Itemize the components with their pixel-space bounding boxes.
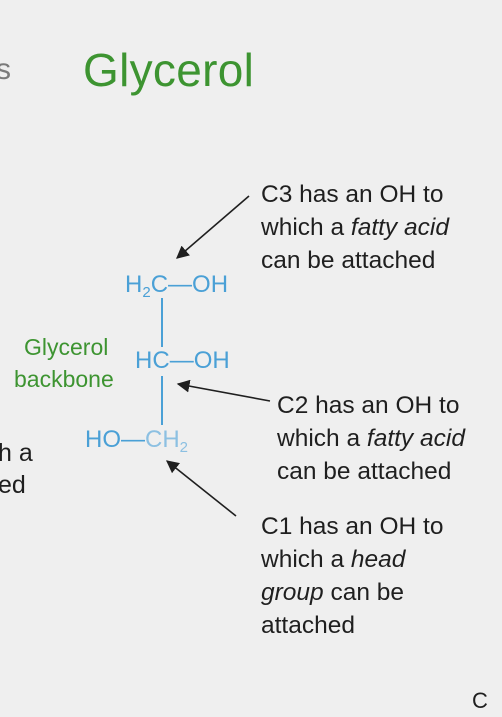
cropped-right-text: C bbox=[472, 688, 488, 713]
c1-carbon-subscript: 2 bbox=[179, 439, 189, 456]
c1-carbon: CH bbox=[145, 426, 180, 453]
molecule-c3: H2C—OH bbox=[125, 270, 228, 300]
arrow-c3 bbox=[176, 195, 250, 259]
c3-bond: — bbox=[168, 271, 193, 298]
annotation-c1-can-be: can be bbox=[323, 579, 405, 606]
c1-bond: — bbox=[121, 426, 145, 453]
annotation-c1-line2: which a head bbox=[261, 543, 443, 576]
c3-left-subscript: 2 bbox=[142, 284, 151, 301]
annotation-c2-line1: C2 has an OH to bbox=[277, 392, 460, 419]
backbone-label-line2: backbone bbox=[14, 366, 114, 392]
annotation-c3-line2: which a fatty acid bbox=[261, 211, 449, 244]
c2-left-atom: H bbox=[135, 347, 153, 374]
annotation-c1-line4: attached bbox=[261, 612, 355, 639]
annotation-c1-group: group bbox=[261, 579, 324, 606]
annotation-c2-line2-text: which a bbox=[277, 425, 367, 452]
annotation-c3-line3: can be attached bbox=[261, 247, 436, 274]
slide-title: Glycerol bbox=[83, 44, 255, 96]
c2-hydroxyl: OH bbox=[193, 347, 230, 374]
annotation-c2-line3: can be attached bbox=[277, 458, 452, 485]
c3-hydroxyl: OH bbox=[192, 271, 229, 298]
molecule-c1: HO—CH2 bbox=[85, 425, 188, 455]
annotation-c3-line1: C3 has an OH to bbox=[261, 181, 444, 208]
arrow-c2 bbox=[176, 379, 271, 402]
cropped-left-text-line1: h a bbox=[0, 439, 33, 467]
annotation-c2-fatty-acid: fatty acid bbox=[366, 425, 465, 452]
backbone-label-line1: Glycerol bbox=[24, 334, 109, 360]
c3-carbon: C bbox=[150, 271, 169, 298]
annotation-c3-fatty-acid: fatty acid bbox=[350, 214, 449, 241]
cropped-left-text-line2: ed bbox=[0, 471, 26, 499]
annotation-c2-line2: which a fatty acid bbox=[277, 422, 465, 455]
cropped-left-text-top: s bbox=[0, 53, 11, 86]
molecule-c2: HC—OH bbox=[135, 346, 230, 376]
annotation-c1-line3: group can be bbox=[261, 576, 443, 609]
c2-carbon: C bbox=[152, 347, 170, 374]
annotation-c2: C2 has an OH to which a fatty acid can b… bbox=[277, 389, 465, 488]
annotation-c1-head: head bbox=[350, 546, 406, 573]
c2-bond: — bbox=[169, 347, 194, 374]
annotation-c1: C1 has an OH to which a head group can b… bbox=[261, 510, 443, 642]
annotation-c1-line1: C1 has an OH to bbox=[261, 513, 444, 540]
arrow-c1 bbox=[165, 460, 237, 517]
annotation-c3: C3 has an OH to which a fatty acid can b… bbox=[261, 178, 449, 277]
c1-hydroxyl: HO bbox=[85, 426, 121, 453]
c3-left-atom: H bbox=[125, 271, 143, 298]
annotation-c3-line2-text: which a bbox=[261, 214, 351, 241]
annotation-c1-line2-text: which a bbox=[261, 546, 351, 573]
